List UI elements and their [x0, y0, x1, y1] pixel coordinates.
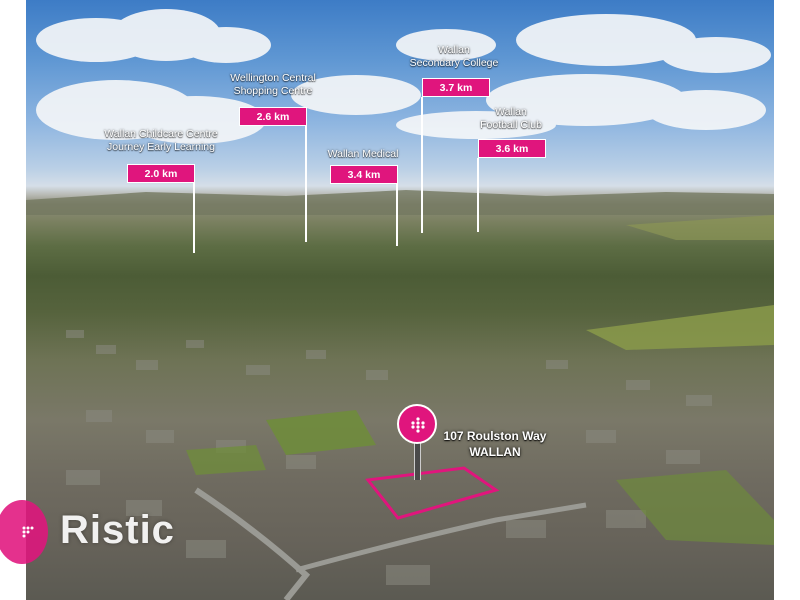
- brand-watermark: Ristic: [60, 508, 175, 552]
- brand-logo-mark: [0, 500, 48, 564]
- aerial-scenery: [26, 9, 774, 600]
- amenity-childcare-label: Wallan Childcare Centre Journey Early Le…: [104, 128, 217, 154]
- leader-line: [305, 126, 307, 242]
- amenity-name: Wallan: [495, 106, 527, 118]
- leader-line: [396, 184, 398, 246]
- property-outline: [365, 466, 500, 520]
- amenity-name-line2: Journey Early Learning: [107, 141, 215, 153]
- amenity-shopping-distance: 2.6 km: [239, 107, 307, 126]
- amenity-secondary-college-distance: 3.7 km: [422, 78, 490, 97]
- amenity-secondary-college-label: Wallan Secondary College: [410, 44, 499, 70]
- amenity-name: Wallan: [438, 44, 470, 56]
- clouds: [36, 9, 771, 144]
- location-pin-icon: [397, 404, 437, 444]
- amenity-name: Wellington Central: [230, 72, 316, 84]
- amenity-name-line2: Football Club: [480, 119, 542, 131]
- property-address: 107 Roulston Way WALLAN: [444, 428, 547, 460]
- amenity-football-club-distance: 3.6 km: [478, 139, 546, 158]
- address-suburb: WALLAN: [469, 445, 521, 459]
- houses: [66, 330, 712, 585]
- amenity-medical-distance: 3.4 km: [330, 165, 398, 184]
- amenity-name: Wallan Childcare Centre: [104, 128, 218, 140]
- amenity-childcare-distance: 2.0 km: [127, 164, 195, 183]
- amenity-name: Wallan Medical: [327, 148, 399, 160]
- amenity-name-line2: Secondary College: [409, 57, 499, 69]
- leader-line: [193, 183, 195, 253]
- brand-logo-glyph: [22, 526, 34, 538]
- amenity-football-club-label: Wallan Football Club: [480, 106, 542, 132]
- leader-line: [477, 158, 479, 232]
- pin-glyph: [411, 417, 425, 433]
- amenity-name-line2: Shopping Centre: [233, 85, 313, 97]
- leader-line: [421, 97, 423, 233]
- pin-stem: [414, 442, 421, 480]
- address-street: 107 Roulston Way: [443, 429, 547, 443]
- amenity-medical-label: Wallan Medical: [328, 148, 399, 161]
- amenity-shopping-label: Wellington Central Shopping Centre: [230, 72, 316, 98]
- aerial-photo: [26, 0, 774, 600]
